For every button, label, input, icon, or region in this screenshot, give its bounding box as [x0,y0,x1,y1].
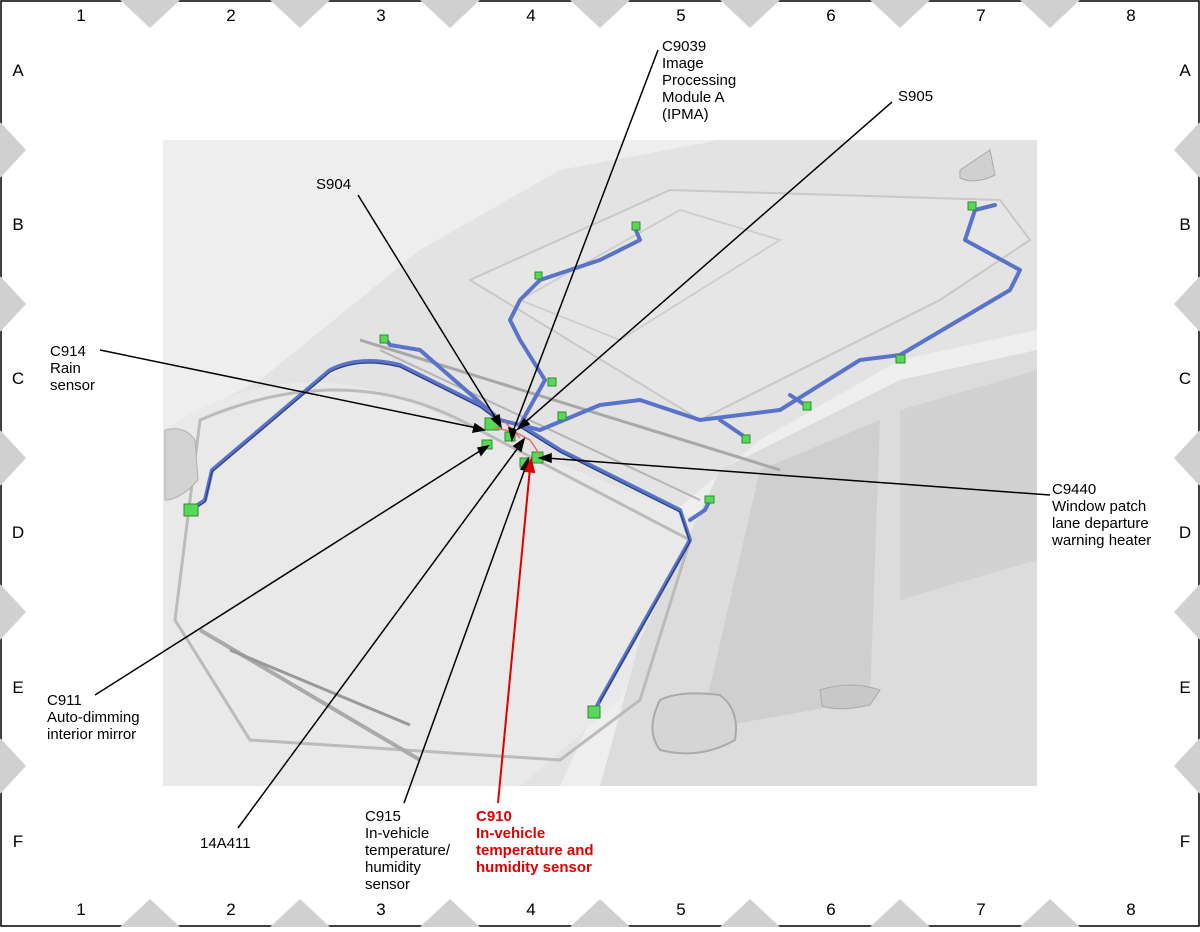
grid-row-c-right: C [1178,369,1192,388]
callout-c9039: C9039 Image Processing Module A (IPMA) [662,38,737,123]
connector-roof-7 [895,354,906,364]
grid-row-a-right: A [1179,61,1191,80]
connector-pillar [587,705,601,719]
connector-roof-2 [557,411,567,421]
grid-col-7-bottom: 7 [976,900,986,919]
callout-s905: S905 [898,88,934,105]
grid-row-c-left: C [11,369,25,388]
callout-c9440: C9440 Window patch lane departure warnin… [1052,481,1152,549]
connector-roof-9 [741,434,751,444]
grid-row-e-right: E [1179,678,1191,697]
leader-14a411 [237,444,521,829]
leader-c910 [497,467,531,804]
leader-c9039 [511,49,659,435]
connector-roof-5 [379,334,389,344]
grid-col-6-bottom: 6 [826,900,836,919]
grid-row-f-right: F [1179,832,1191,851]
grid-col-7-top: 7 [976,6,986,25]
connector-roof-6 [967,201,977,211]
callout-s904: S904 [316,176,352,193]
arrowhead-c9440 [537,452,552,464]
leader-s905 [521,101,893,426]
leader-c911 [94,448,484,696]
callout-c915: C915 In-vehicle temperature/ humidity se… [365,808,451,893]
grid-row-f-left: F [12,832,24,851]
leader-c910-group [497,456,536,804]
leader-c9440 [545,457,1051,496]
grid-col-1-top: 1 [76,6,86,25]
leader-c915 [403,465,527,804]
grid-col-2-bottom: 2 [226,900,236,919]
connector-roof-10 [704,495,715,504]
vehicle-illustration [163,140,1037,786]
grid-col-8-top: 8 [1126,6,1136,25]
grid-col-3-top: 3 [376,6,386,25]
grid-col-4-bottom: 4 [526,900,536,919]
arrowhead-s905 [516,417,531,431]
arrowhead-14a411 [512,437,526,453]
arrowhead-c9039 [507,426,518,443]
harness-shading [189,362,691,703]
grid-col-4-top: 4 [526,6,536,25]
connector-roof-8 [802,401,812,411]
connector-left [183,503,199,517]
grid-col-6-top: 6 [826,6,836,25]
leader-c914 [99,349,478,429]
arrowhead-c911 [476,444,490,457]
grid-row-a-left: A [12,61,24,80]
grid-row-b-right: B [1179,215,1191,234]
arrowhead-c910 [524,456,536,474]
leader-s904 [357,194,499,423]
callout-c911: C911 Auto-dimming interior mirror [47,692,140,743]
connector-c911 [481,439,493,450]
grid-col-3-bottom: 3 [376,900,386,919]
grid-col-1-bottom: 1 [76,900,86,919]
grid-col-5-top: 5 [676,6,686,25]
connectors [183,201,977,719]
grid-row-e-left: E [12,678,24,697]
callout-c910: C910 In-vehicle temperature and humidity… [476,808,594,876]
grid-col-8-bottom: 8 [1126,900,1136,919]
connector-roof-1 [547,377,557,387]
arrowhead-c914 [471,422,486,433]
arrowhead-s904 [490,413,503,429]
connector-roof-3 [631,221,641,231]
callout-14a411: 14A411 [200,835,251,852]
grid-col-5-bottom: 5 [676,900,686,919]
grid-row-d-left: D [11,523,25,542]
grid-row-d-right: D [1178,523,1192,542]
callout-c914: C914 Rain sensor [50,343,96,394]
grid-col-2-top: 2 [226,6,236,25]
grid-row-b-left: B [12,215,24,234]
leader-lines [94,49,1051,829]
connector-roof-4 [534,271,543,280]
